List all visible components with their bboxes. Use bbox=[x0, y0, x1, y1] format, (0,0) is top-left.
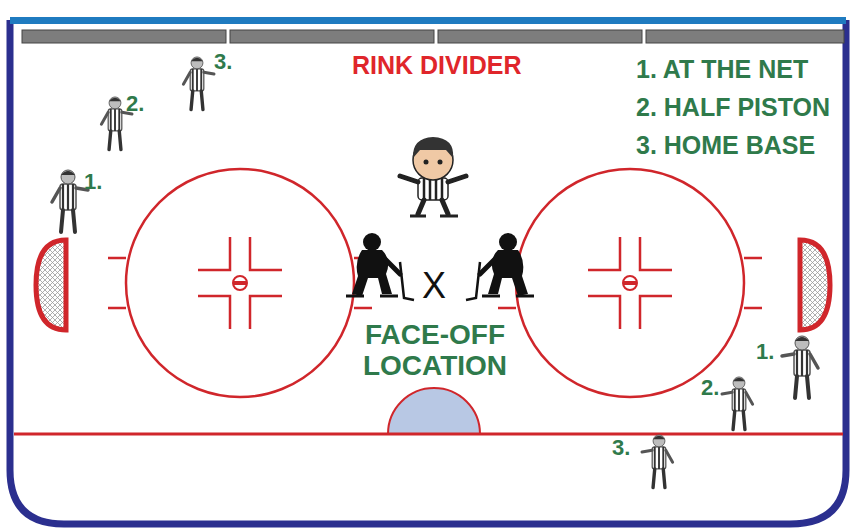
rink-graphic bbox=[623, 281, 637, 285]
rink-graphic bbox=[36, 240, 66, 330]
rink-graphic bbox=[722, 377, 753, 430]
callout-number: 2. bbox=[701, 376, 719, 400]
divider-label: RINK DIVIDER bbox=[352, 52, 521, 80]
rink-graphic bbox=[800, 240, 830, 330]
rink-graphic bbox=[346, 233, 414, 300]
rink-graphic bbox=[410, 215, 458, 218]
key-item: 1. AT THE NET bbox=[636, 56, 808, 84]
rink-graphic bbox=[424, 160, 429, 165]
rink-graphic bbox=[388, 388, 480, 434]
rink-graphic bbox=[418, 178, 448, 200]
rink-graphic bbox=[782, 336, 818, 398]
rink-graphic bbox=[52, 170, 88, 232]
rink-graphic bbox=[498, 258, 762, 308]
callout-number: 1. bbox=[756, 340, 774, 364]
rink-graphic bbox=[642, 435, 673, 488]
rink-graphic bbox=[108, 258, 372, 308]
rink-graphic bbox=[10, 17, 846, 24]
rink-graphic bbox=[516, 169, 744, 397]
rink-graphic bbox=[782, 336, 818, 398]
rink-graphic bbox=[198, 237, 282, 329]
rink-graphic bbox=[22, 30, 844, 43]
rink-graphic bbox=[183, 57, 214, 110]
rink-graphic bbox=[10, 20, 846, 524]
rink-graphic bbox=[400, 137, 466, 216]
rink-graphic bbox=[466, 233, 534, 300]
rink-graphic bbox=[233, 281, 247, 285]
rink-graphic bbox=[14, 433, 843, 436]
rink-graphic bbox=[466, 233, 534, 300]
rink-graphic bbox=[22, 30, 226, 43]
rink-graphic bbox=[642, 435, 673, 488]
callout-number: 1. bbox=[84, 170, 102, 194]
rink-graphic bbox=[438, 160, 443, 165]
rink-graphic bbox=[108, 169, 762, 397]
rink-graphic bbox=[438, 30, 642, 43]
key-item: 2. HALF PISTON bbox=[636, 94, 830, 122]
callout-number: 2. bbox=[126, 92, 144, 116]
rink-graphic bbox=[233, 276, 247, 290]
rink-graphic bbox=[623, 276, 637, 290]
callout-number: 3. bbox=[612, 436, 630, 460]
rink-graphic bbox=[646, 30, 844, 43]
key-item: 3. HOME BASE bbox=[636, 132, 815, 160]
faceoff-label: FACE-OFF LOCATION bbox=[335, 320, 535, 382]
rink-graphic bbox=[424, 178, 442, 200]
faceoff-mark: X bbox=[422, 266, 446, 306]
rink-graphic bbox=[418, 200, 448, 214]
rink-graphic bbox=[126, 169, 354, 397]
rink-graphic bbox=[230, 30, 434, 43]
rink-graphic bbox=[722, 377, 753, 430]
rink-graphic bbox=[413, 137, 453, 158]
callout-number: 3. bbox=[214, 50, 232, 74]
rink-graphic bbox=[588, 237, 672, 329]
